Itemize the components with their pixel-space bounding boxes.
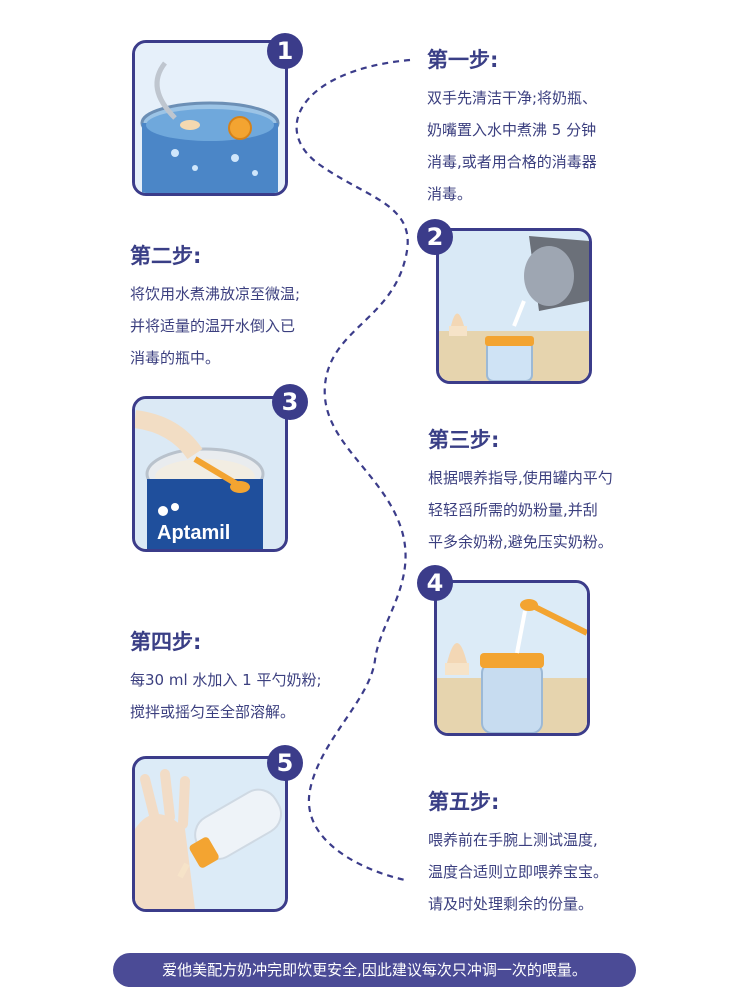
step4-number-badge: 4 [417, 565, 453, 601]
step2-photo [436, 228, 592, 384]
kettle-pouring-icon [439, 231, 589, 381]
step5-text: 第五步: 喂养前在手腕上测试温度, 温度合适则立即喂养宝宝。 请及时处理剩余的份… [428, 786, 668, 920]
boiling-pot-icon [135, 43, 285, 193]
step1-title: 第一步: [427, 48, 499, 72]
footer-banner: 爱他美配方奶冲完即饮更安全,因此建议每次只冲调一次的喂量。 [113, 953, 636, 987]
step4-text: 第四步: 每30 ml 水加入 1 平勺奶粉; 搅拌或摇匀至全部溶解。 [130, 626, 370, 728]
product-label: Aptamil [157, 522, 230, 544]
step2-title: 第二步: [130, 244, 202, 268]
step2-number-badge: 2 [417, 219, 453, 255]
step1-number-badge: 1 [267, 33, 303, 69]
step1-photo [132, 40, 288, 196]
step3-title: 第三步: [428, 428, 500, 452]
step4-title: 第四步: [130, 630, 202, 654]
step3-description: 根据喂养指导,使用罐内平勺 轻轻舀所需的奶粉量,并刮 平多余奶粉,避免压实奶粉。 [428, 469, 613, 551]
step3-photo: Aptamil [132, 396, 288, 552]
step5-number-badge: 5 [267, 745, 303, 781]
step5-description: 喂养前在手腕上测试温度, 温度合适则立即喂养宝宝。 请及时处理剩余的份量。 [428, 831, 609, 913]
step2-text: 第二步: 将饮用水煮沸放凉至微温; 并将适量的温开水倒入已 消毒的瓶中。 [130, 240, 370, 374]
step5-photo [132, 756, 288, 912]
step1-text: 第一步: 双手先清洁干净;将奶瓶、 奶嘴置入水中煮沸 5 分钟 消毒,或者用合格… [427, 44, 667, 210]
step4-description: 每30 ml 水加入 1 平勺奶粉; 搅拌或摇匀至全部溶解。 [130, 671, 322, 721]
wrist-test-icon [135, 759, 285, 909]
step2-description: 将饮用水煮沸放凉至微温; 并将适量的温开水倒入已 消毒的瓶中。 [130, 285, 301, 367]
step3-text: 第三步: 根据喂养指导,使用罐内平勺 轻轻舀所需的奶粉量,并刮 平多余奶粉,避免… [428, 424, 668, 558]
step3-number-badge: 3 [272, 384, 308, 420]
step4-photo [434, 580, 590, 736]
step1-description: 双手先清洁干净;将奶瓶、 奶嘴置入水中煮沸 5 分钟 消毒,或者用合格的消毒器 … [427, 89, 598, 203]
bottle-adding-powder-icon [437, 583, 587, 733]
step5-title: 第五步: [428, 790, 500, 814]
formula-can-icon: Aptamil [135, 399, 285, 549]
